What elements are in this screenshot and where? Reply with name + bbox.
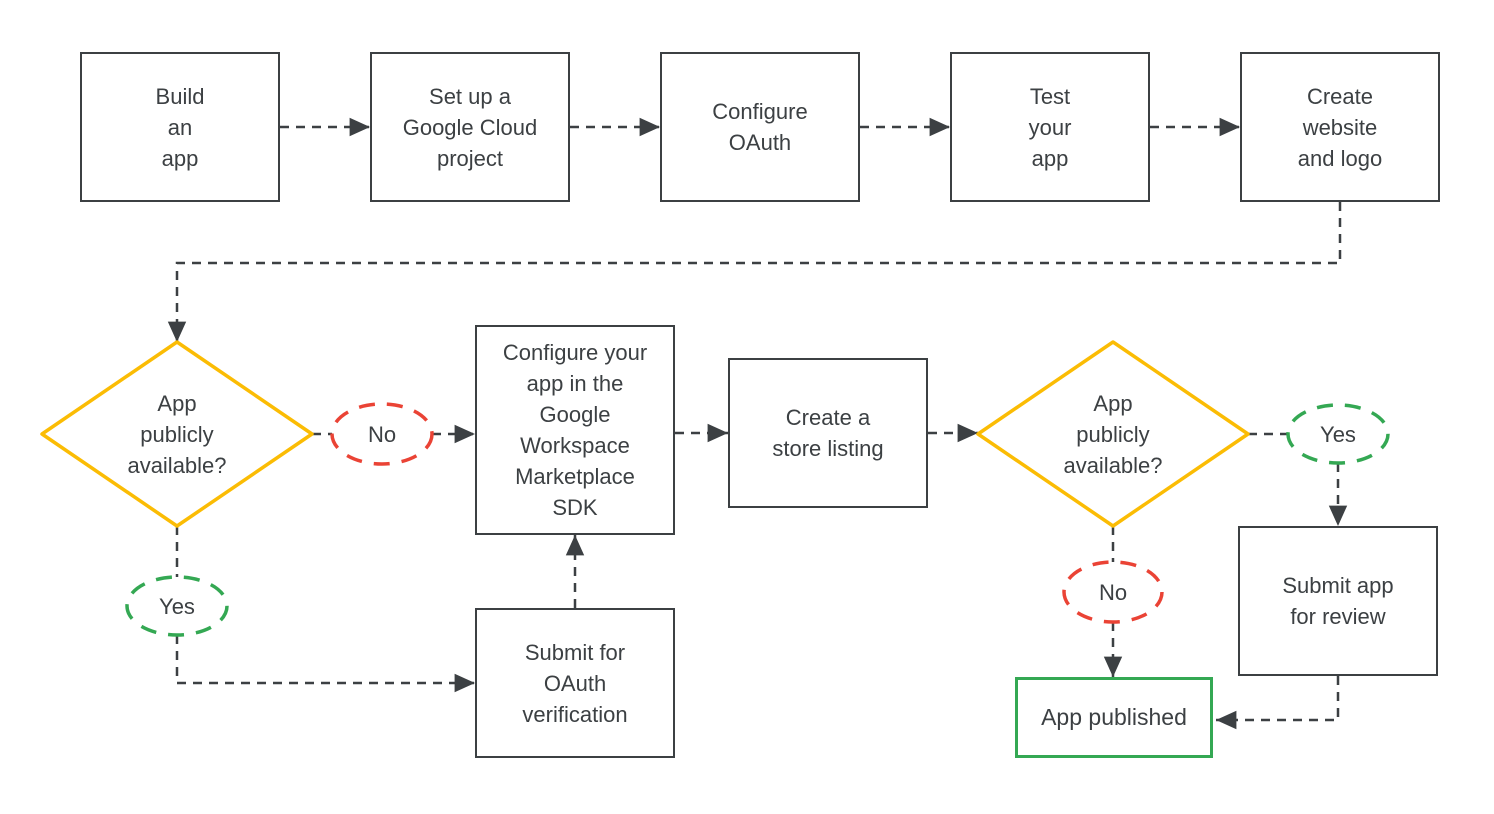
node-app-published: App published — [1015, 677, 1213, 758]
decision-diamond-1 — [40, 340, 314, 528]
branch-oval-yes-2 — [1286, 403, 1390, 465]
node-create-website-and-logo: Create website and logo — [1240, 52, 1440, 202]
connectors-group — [167, 117, 1348, 730]
connector-website-to-decision1 — [167, 202, 1342, 342]
node-setup-google-cloud-project: Set up a Google Cloud project — [370, 52, 570, 202]
branch-oval-yes-1 — [125, 575, 229, 637]
node-test-your-app: Test your app — [950, 52, 1150, 202]
decision-diamond-2 — [976, 340, 1250, 528]
branch-oval-no-2 — [1062, 560, 1164, 624]
node-submit-oauth-verification: Submit for OAuth verification — [475, 608, 675, 758]
node-configure-oauth: Configure OAuth — [660, 52, 860, 202]
node-submit-app-for-review: Submit app for review — [1238, 526, 1438, 676]
node-build-app: Build an app — [80, 52, 280, 202]
node-configure-marketplace-sdk: Configure your app in the Google Workspa… — [475, 325, 675, 535]
connector-review-to-published — [1216, 676, 1340, 730]
connector-yes-to-submit-oauth — [175, 635, 475, 693]
branch-oval-no-1 — [330, 402, 434, 466]
node-create-store-listing: Create a store listing — [728, 358, 928, 508]
